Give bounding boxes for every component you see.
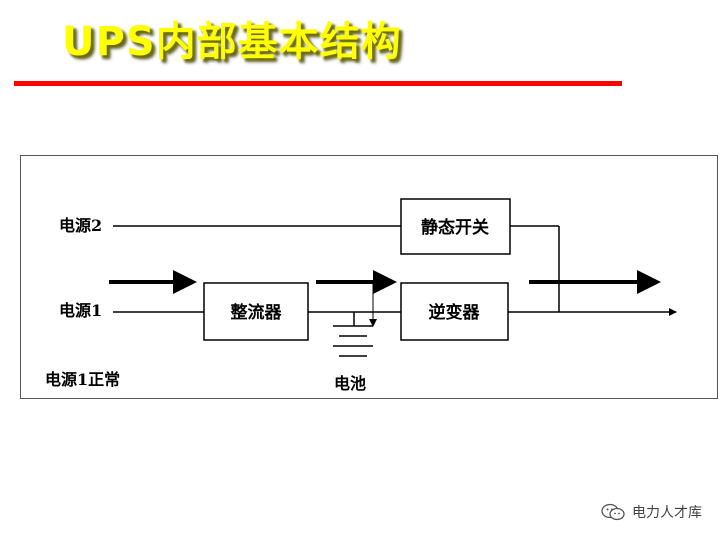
wechat-icon bbox=[601, 503, 625, 521]
rectifier-box bbox=[203, 282, 309, 341]
source2-label: 电源2 bbox=[59, 216, 102, 235]
battery-label: 电池 bbox=[334, 374, 366, 393]
inverter-box bbox=[400, 282, 509, 341]
source1-label: 电源1 bbox=[59, 301, 102, 320]
static-switch-label: 静态开关 bbox=[421, 217, 489, 238]
title-rule bbox=[14, 81, 622, 86]
ups-block-diagram: 静态开关 整流器 逆变器 电池 电源2 电源1 电源1正常 bbox=[20, 155, 718, 399]
diagram-canvas: 静态开关 整流器 逆变器 电池 电源2 电源1 电源1正常 bbox=[45, 198, 677, 393]
state-caption: 电源1正常 bbox=[45, 370, 120, 389]
watermark-text: 电力人才库 bbox=[632, 505, 702, 521]
watermark: 电力人才库 bbox=[600, 502, 702, 522]
inverter-label: 逆变器 bbox=[429, 302, 481, 323]
rectifier-label: 整流器 bbox=[231, 302, 283, 323]
slide-title: UPS内部基本结构 bbox=[62, 19, 402, 65]
static-switch-box bbox=[400, 198, 511, 255]
